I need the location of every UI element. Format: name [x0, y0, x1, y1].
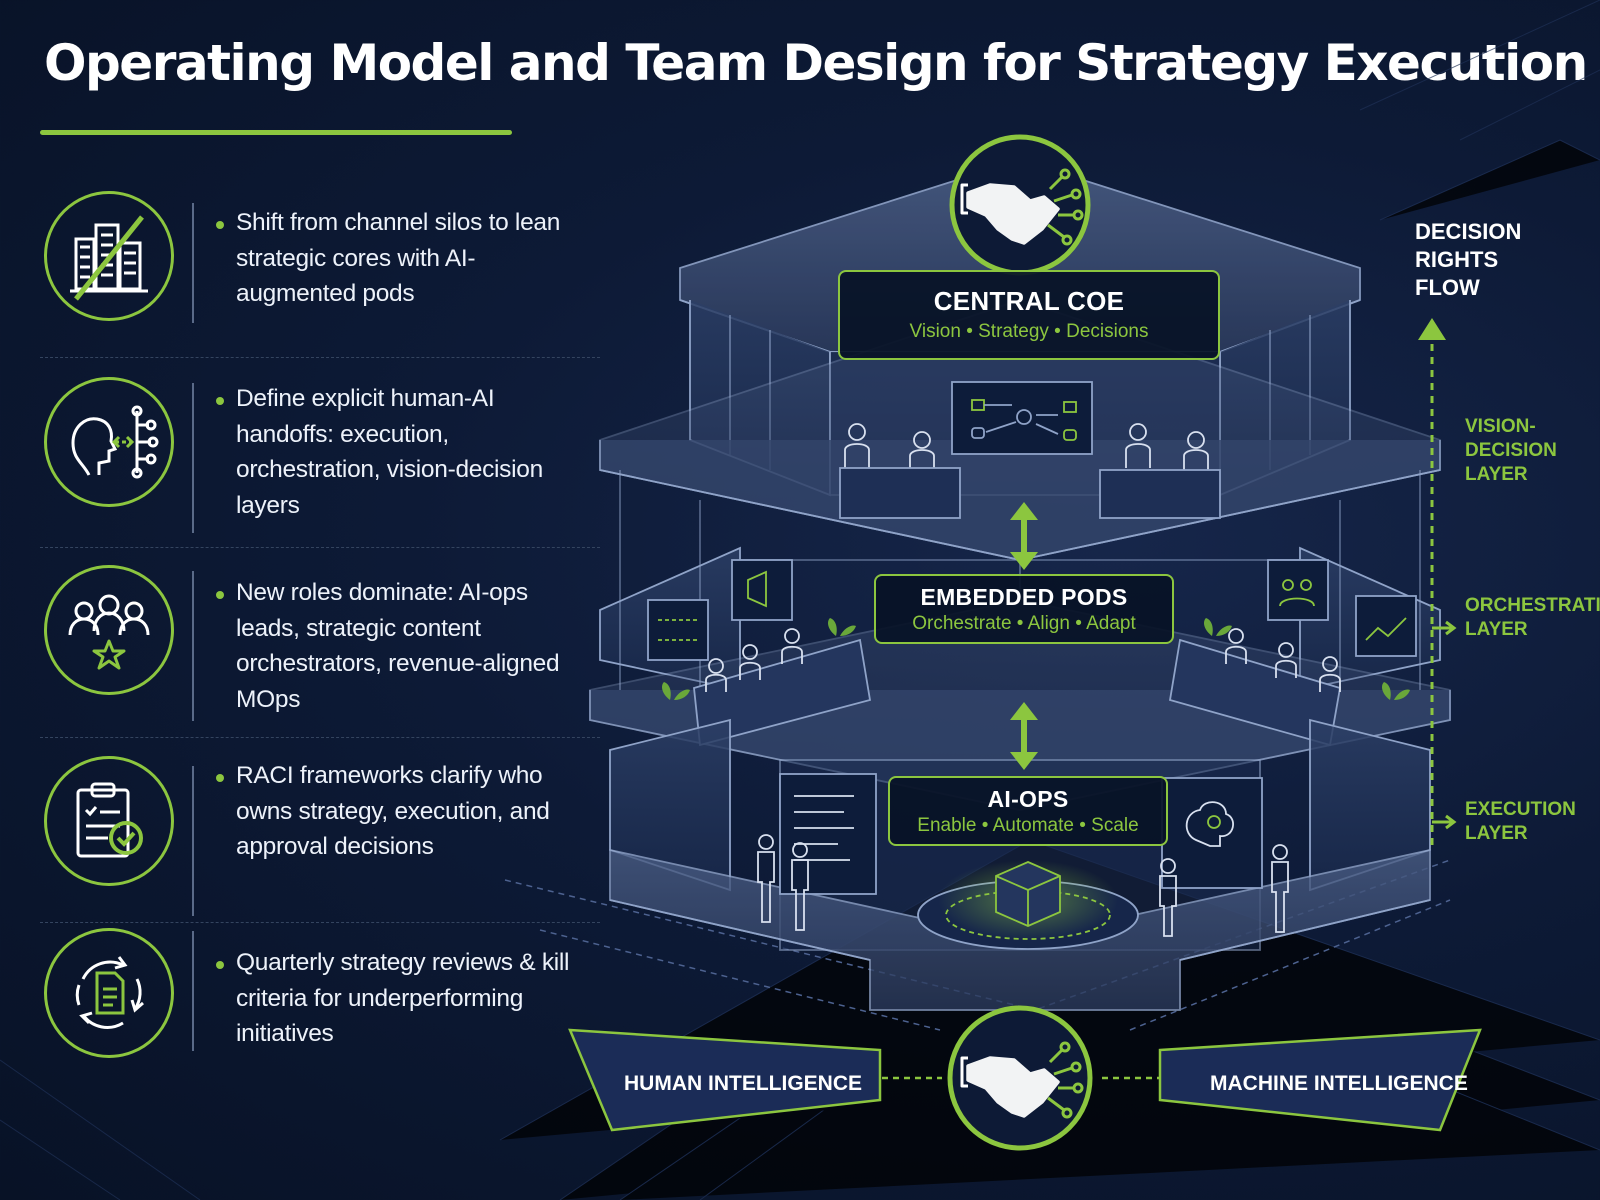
middle-floor	[589, 470, 1451, 811]
decision-rights-flow-title: DECISION RIGHTS FLOW	[1415, 219, 1522, 300]
list-item: Define explicit human-AI handoffs: execu…	[40, 375, 600, 555]
item-text: Define explicit human-AI handoffs: execu…	[236, 385, 543, 519]
bullet	[216, 221, 224, 229]
bullet	[216, 961, 224, 969]
execution-layer-label: EXECUTION LAYER	[1465, 799, 1576, 844]
list-item: Quarterly strategy reviews & kill criter…	[40, 928, 600, 1085]
machine-intelligence-label: MACHINE INTELLIGENCE	[1210, 1072, 1468, 1095]
ai-ops-subtitle: Enable • Automate • Scale	[917, 815, 1139, 836]
ai-core-cube	[995, 861, 1061, 927]
handshake-ai-icon	[949, 134, 1091, 276]
list-item: RACI frameworks clarify who owns strateg…	[40, 750, 600, 930]
central-coe-subtitle: Vision • Strategy • Decisions	[909, 321, 1149, 342]
clipboard-check-icon	[44, 756, 174, 886]
item-text: RACI frameworks clarify who owns strateg…	[236, 762, 550, 860]
human-ai-handoff-icon	[44, 377, 174, 507]
item-text: New roles dominate: AI-ops leads, strate…	[236, 579, 560, 713]
intelligence-banners	[568, 1028, 1482, 1132]
decision-rights-flow-arrow	[1418, 318, 1457, 845]
ai-ops-label: AI-OPS Enable • Automate • Scale	[888, 776, 1168, 846]
embedded-pods-title: EMBEDDED PODS	[920, 584, 1128, 610]
layer-connector-arrows	[1010, 502, 1038, 770]
embedded-pods-label: EMBEDDED PODS Orchestrate • Align • Adap…	[874, 574, 1174, 644]
central-coe-label: CENTRAL COE Vision • Strategy • Decision…	[838, 270, 1220, 360]
vision-decision-layer-label: VISION- DECISION LAYER	[1465, 416, 1557, 485]
orchestration-layer-label: ORCHESTRATION LAYER	[1465, 595, 1600, 640]
list-item: Shift from channel silos to lean strateg…	[40, 185, 600, 358]
list-item: New roles dominate: AI-ops leads, strate…	[40, 565, 600, 745]
team-people-top	[839, 423, 1221, 519]
cycle-document-icon	[44, 928, 174, 1058]
page-title: Operating Model and Team Design for Stra…	[44, 34, 1588, 92]
central-coe-title: CENTRAL COE	[933, 286, 1125, 316]
bullet	[216, 591, 224, 599]
bullet	[216, 774, 224, 782]
buildings-crossed-icon	[44, 191, 174, 321]
team-people-aiops	[757, 834, 1289, 937]
plant-icons	[662, 618, 1410, 700]
team-star-icon	[44, 565, 174, 695]
human-intelligence-label: HUMAN INTELLIGENCE	[624, 1072, 862, 1095]
ai-ops-title: AI-OPS	[987, 786, 1069, 812]
title-underline	[40, 130, 512, 135]
item-text: Quarterly strategy reviews & kill criter…	[236, 949, 570, 1047]
bullet	[216, 397, 224, 405]
strategy-board	[951, 381, 1093, 455]
embedded-pods-subtitle: Orchestrate • Align • Adapt	[912, 613, 1136, 634]
item-text: Shift from channel silos to lean strateg…	[236, 209, 561, 307]
team-people-pods	[705, 628, 1341, 692]
handshake-ai-icon-bottom	[947, 1005, 1093, 1151]
